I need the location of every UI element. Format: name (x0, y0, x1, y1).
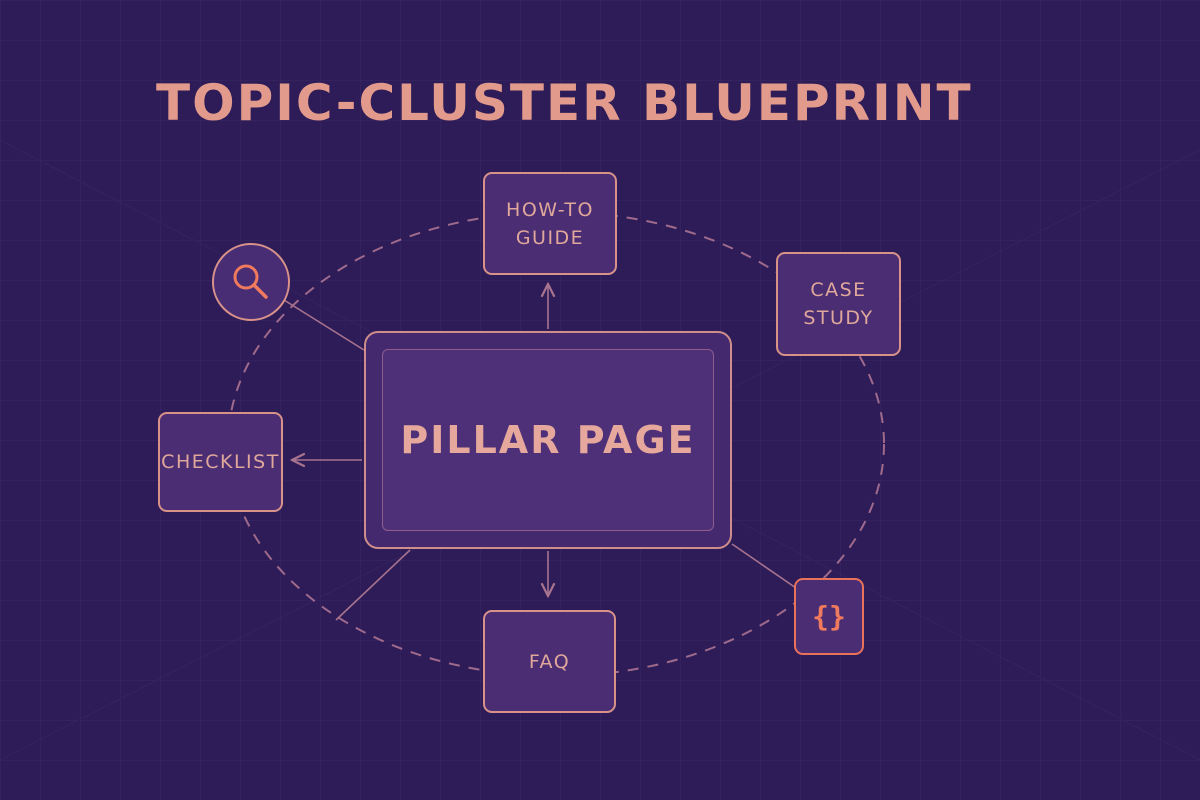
node-case-study[interactable]: CASE STUDY (776, 252, 901, 356)
node-faq[interactable]: FAQ (483, 610, 616, 713)
connector-lower-left (335, 549, 411, 621)
connector-to-search (283, 299, 365, 351)
connector-to-code (731, 543, 797, 589)
code-braces-icon: {} (794, 578, 864, 655)
page-title: TOPIC-CLUSTER BLUEPRINT (156, 74, 973, 132)
node-checklist[interactable]: CHECKLIST (158, 412, 283, 512)
pillar-page-label: PILLAR PAGE (382, 349, 714, 531)
pillar-page-card[interactable]: PILLAR PAGE (364, 331, 732, 549)
search-icon (212, 243, 290, 321)
node-how-to-guide[interactable]: HOW-TO GUIDE (483, 172, 617, 275)
search-icon-glyph (233, 264, 268, 299)
